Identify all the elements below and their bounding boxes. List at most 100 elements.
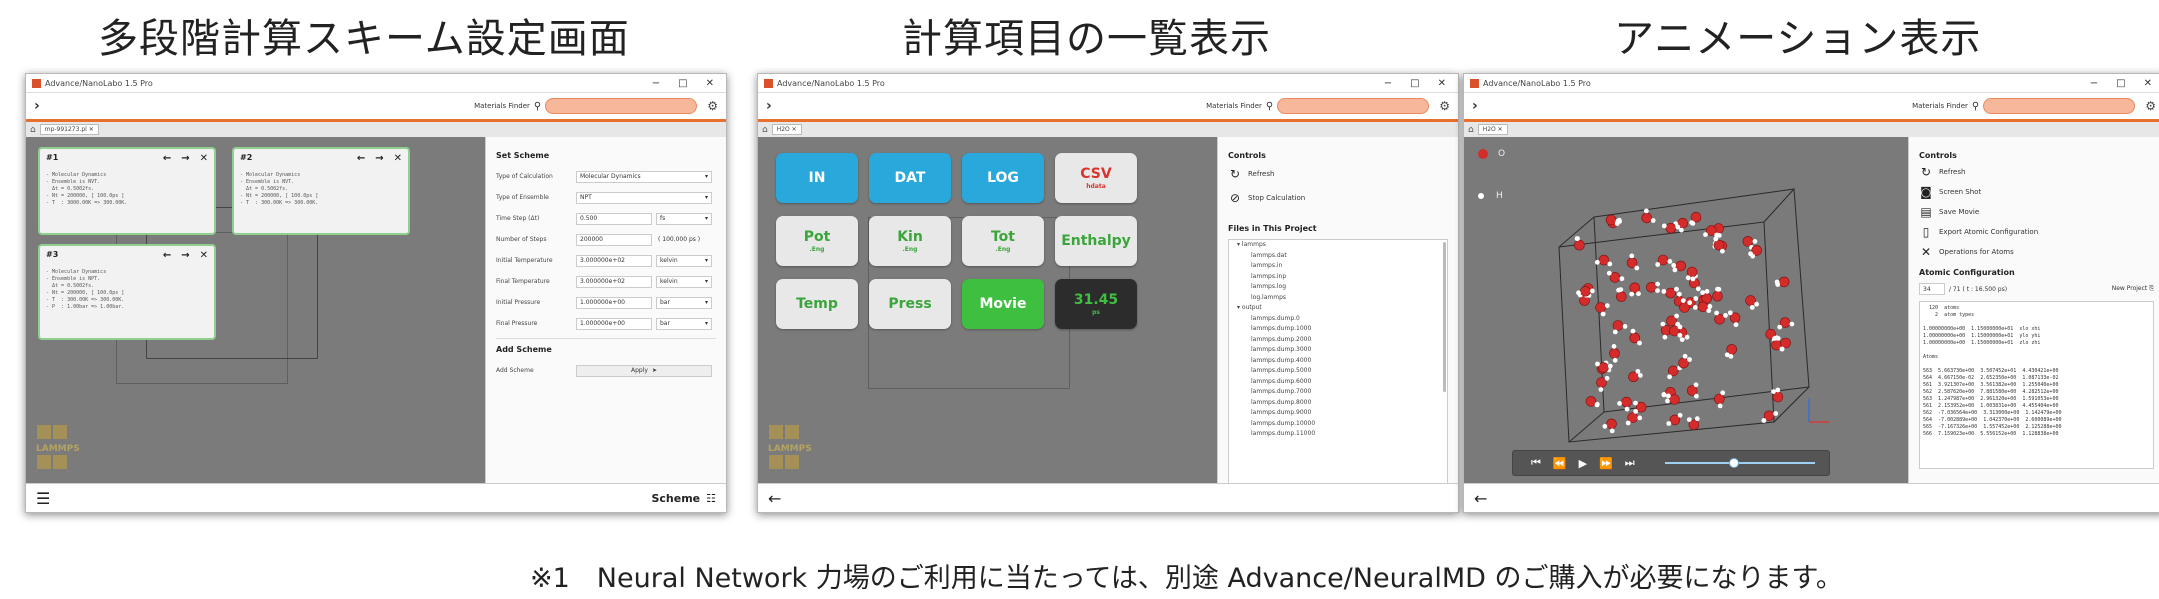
animation-viewport[interactable]: O H ⏮ ⏪ ▶ ⏩ ⏭ [1464, 137, 1909, 484]
file-tree-item[interactable]: log.lammps [1251, 293, 1287, 301]
maximize-button[interactable]: □ [1410, 77, 1420, 89]
file-tree-item[interactable]: lammps.dump.5000 [1251, 367, 1312, 374]
chevron-right-icon[interactable]: › [1472, 98, 1478, 114]
close-button[interactable]: ✕ [705, 77, 714, 89]
tab-project[interactable]: mp-991273.pl ✕ [39, 124, 99, 135]
step-back-icon[interactable]: ⏪ [1552, 456, 1567, 470]
file-tree-item[interactable]: lammps.in [1251, 262, 1283, 269]
initial-temperature-input[interactable]: 3.000000e+02 [576, 254, 652, 267]
pressure-unit-select[interactable]: bar▾ [656, 296, 712, 309]
settings-icon[interactable]: ⚙ [707, 99, 718, 113]
result-tile[interactable]: Pot.Eng [776, 216, 858, 266]
file-tree-item[interactable]: lammps.dump.9000 [1251, 409, 1312, 416]
result-tile[interactable]: Temp [776, 279, 858, 329]
scheme-viewport[interactable]: #1 ←→✕ - Molecular Dynamics - Ensemble i… [26, 137, 486, 484]
file-tree-item[interactable]: lammps.dump.4000 [1251, 356, 1312, 364]
scheme-card-1[interactable]: #1 ←→✕ - Molecular Dynamics - Ensemble i… [38, 147, 216, 235]
step-forward-icon[interactable]: ⏩ [1599, 456, 1613, 470]
move-left-button[interactable]: ← [162, 153, 172, 164]
document-button[interactable]: ▯Export Atomic Configuration [1909, 222, 2159, 242]
materials-finder-input[interactable] [1983, 98, 2136, 114]
tune-icon[interactable]: ☷ [706, 491, 716, 505]
maximize-button[interactable]: □ [2116, 77, 2126, 89]
film-button[interactable]: ▤Save Movie [1909, 202, 2159, 222]
search-icon[interactable]: ⚲ [1265, 100, 1274, 112]
minimize-button[interactable]: − [651, 77, 661, 89]
file-tree-item[interactable]: ▾ lammps [1237, 241, 1266, 248]
scheme-card-3[interactable]: #3 ←→✕ - Molecular Dynamics - Ensemble i… [38, 244, 216, 340]
search-icon[interactable]: ⚲ [533, 100, 542, 112]
refresh-button[interactable]: ↻Refresh [1909, 162, 2159, 182]
file-tree-item[interactable]: lammps.dump.11000 [1251, 430, 1316, 437]
final-pressure-input[interactable]: 1.000000e+00 [576, 317, 652, 330]
temperature-unit-select[interactable]: kelvin▾ [656, 275, 712, 288]
operations-button[interactable]: ✕Operations for Atoms [1909, 242, 2159, 262]
pressure-unit-select[interactable]: bar▾ [656, 317, 712, 330]
delete-card-button[interactable]: ✕ [393, 153, 402, 164]
file-tree-item[interactable]: lammps.dump.6000 [1251, 377, 1312, 385]
slider-thumb[interactable] [1728, 458, 1739, 468]
frame-input[interactable]: 34 [1919, 283, 1945, 295]
initial-pressure-input[interactable]: 1.000000e+00 [576, 296, 652, 309]
chevron-right-icon[interactable]: › [766, 98, 772, 114]
move-left-button[interactable]: ← [356, 153, 366, 164]
result-tile[interactable]: IN [776, 153, 858, 203]
minimize-button[interactable]: − [2089, 77, 2099, 89]
move-left-button[interactable]: ← [162, 250, 172, 261]
steps-input[interactable]: 200000 [576, 233, 652, 246]
file-tree-item[interactable]: lammps.dump.3000 [1251, 346, 1312, 353]
move-right-button[interactable]: → [181, 250, 190, 261]
move-right-button[interactable]: → [375, 153, 384, 164]
file-tree-item[interactable]: lammps.inp [1251, 272, 1287, 280]
close-button[interactable]: ✕ [1437, 77, 1446, 89]
back-arrow-icon[interactable]: ← [768, 488, 782, 508]
camera-button[interactable]: ◙Screen Shot [1909, 182, 2159, 202]
delete-card-button[interactable]: ✕ [199, 153, 208, 164]
minimize-button[interactable]: − [1383, 77, 1393, 89]
chevron-right-icon[interactable]: › [34, 98, 40, 114]
stop-calculation-button[interactable]: ⊘Stop Calculation [1229, 191, 1306, 205]
time-unit-select[interactable]: fs▾ [656, 212, 712, 225]
file-tree-item[interactable]: lammps.log [1251, 283, 1287, 290]
file-tree-item[interactable]: lammps.dump.7000 [1251, 388, 1312, 395]
time-step-input[interactable]: 0.500 [576, 212, 652, 225]
ensemble-select[interactable]: NPT▾ [576, 191, 712, 204]
result-tile[interactable]: Movie [962, 279, 1044, 329]
maximize-button[interactable]: □ [678, 77, 688, 89]
materials-finder-input[interactable] [545, 98, 698, 114]
settings-icon[interactable]: ⚙ [2145, 99, 2156, 113]
scheme-card-2[interactable]: #2 ←→✕ - Molecular Dynamics - Ensemble i… [232, 147, 410, 235]
result-tile[interactable]: Kin.Eng [869, 216, 951, 266]
temperature-unit-select[interactable]: kelvin▾ [656, 254, 712, 267]
tab-project[interactable]: H2O ✕ [771, 124, 802, 135]
final-temperature-input[interactable]: 3.000000e+02 [576, 275, 652, 288]
file-tree-item[interactable]: lammps.dat [1251, 251, 1287, 259]
result-tile[interactable]: Press [869, 279, 951, 329]
move-right-button[interactable]: → [181, 153, 190, 164]
calculation-type-select[interactable]: Molecular Dynamics▾ [576, 170, 712, 183]
file-tree-item[interactable]: lammps.dump.2000 [1251, 335, 1312, 343]
skip-last-icon[interactable]: ⏭ [1624, 456, 1635, 469]
settings-icon[interactable]: ⚙ [1439, 99, 1450, 113]
file-tree-item[interactable]: lammps.dump.1000 [1251, 325, 1312, 332]
new-project-button[interactable]: New Project ⎘ [2111, 285, 2154, 292]
home-icon[interactable]: ⌂ [1468, 124, 1474, 135]
refresh-button[interactable]: ↻Refresh [1229, 167, 1275, 181]
close-button[interactable]: ✕ [2143, 77, 2152, 89]
result-tile[interactable]: Enthalpy [1055, 216, 1137, 266]
skip-first-icon[interactable]: ⏮ [1531, 456, 1541, 469]
file-tree[interactable]: ▾ lammps lammps.dat lammps.in lammps.inp lam… [1228, 239, 1448, 496]
result-tile[interactable]: Tot.Eng [962, 216, 1044, 266]
result-tile[interactable]: DAT [869, 153, 951, 203]
file-tree-item[interactable]: ▾ output [1237, 304, 1262, 311]
materials-finder-input[interactable] [1277, 98, 1430, 114]
menu-icon[interactable]: ☰ [36, 488, 51, 508]
scrollbar[interactable] [1443, 242, 1446, 392]
delete-card-button[interactable]: ✕ [199, 250, 208, 261]
file-tree-item[interactable]: lammps.dump.8000 [1251, 398, 1312, 406]
result-tile[interactable]: LOG [962, 153, 1044, 203]
back-arrow-icon[interactable]: ← [1474, 488, 1488, 508]
apply-button[interactable]: Apply➤ [576, 364, 712, 377]
